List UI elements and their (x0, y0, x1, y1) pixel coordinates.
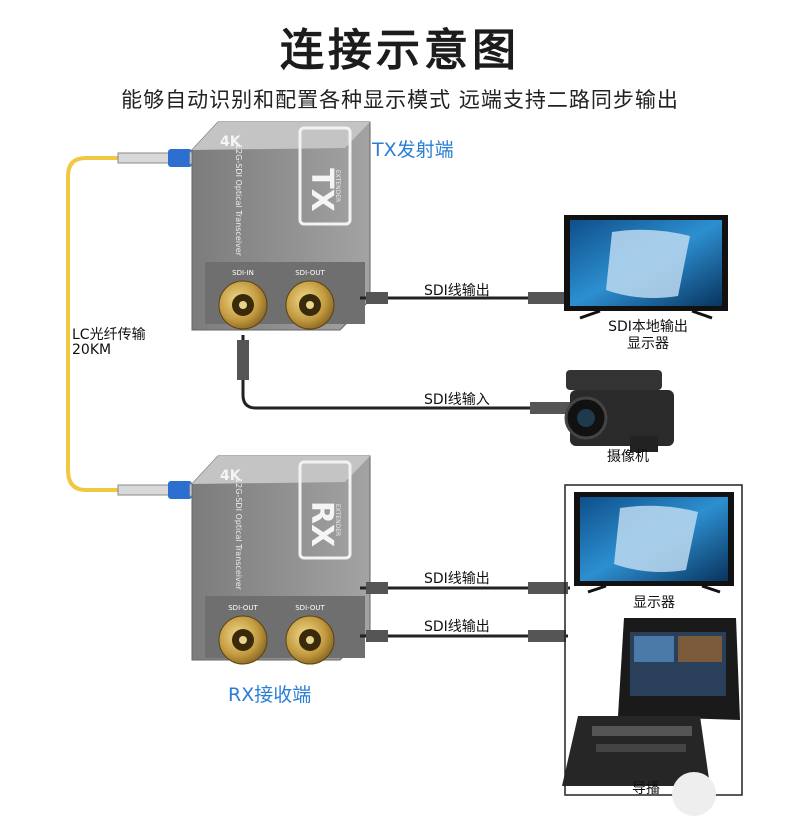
rx-output-cable-1 (360, 582, 570, 594)
rx-port2-label: SDI-OUT (295, 604, 325, 612)
rx-output-cable-2-label: SDI线输出 (424, 619, 490, 635)
rx-extender-text: EXTENDER (334, 504, 341, 536)
camera-label: 摄像机 (607, 449, 649, 465)
tx-extender-text: EXTENDER (334, 170, 341, 202)
rx-sdi-out2-connector (285, 615, 335, 665)
fiber-label-line1: LC光纤传输 (72, 327, 146, 343)
remote-monitor-label: 显示器 (633, 595, 675, 611)
tx-sdi-in-connector (218, 280, 268, 330)
share-icon[interactable] (672, 772, 716, 816)
fiber-cable (66, 156, 120, 492)
camera (564, 370, 674, 452)
director-station (562, 618, 740, 786)
tx-role-label: TX发射端 (372, 139, 454, 161)
page-subtitle: 能够自动识别和配置各种显示模式 远端支持二路同步输出 (121, 88, 679, 112)
rx-resolution-text: 4K (220, 468, 242, 484)
rx-transceiver (191, 455, 371, 661)
tx-port2-label: SDI-OUT (295, 269, 325, 277)
tx-badge-text: TX (304, 168, 339, 212)
rx-port1-label: SDI-OUT (228, 604, 258, 612)
local-monitor-label-line1: SDI本地输出 (608, 319, 688, 335)
tx-resolution-text: 4K (220, 134, 242, 150)
local-monitor-label-line2: 显示器 (627, 336, 669, 352)
director-label: 导播 (632, 781, 660, 797)
rx-output-cable-2 (360, 630, 568, 642)
tx-output-cable (360, 292, 570, 304)
fiber-label-line2: 20KM (72, 342, 112, 358)
page-title: 连接示意图 (280, 25, 520, 76)
rx-fiber-connector (117, 481, 205, 499)
tx-output-cable-label: SDI线输出 (424, 283, 490, 299)
rx-output-cable-1-label: SDI线输出 (424, 571, 490, 587)
rx-role-label: RX接收端 (228, 684, 312, 706)
tx-port1-label: SDI-IN (232, 269, 254, 277)
tx-transceiver (191, 121, 371, 331)
rx-sdi-out1-connector (218, 615, 268, 665)
remote-monitor (574, 492, 734, 594)
tx-input-cable-label: SDI线输入 (424, 392, 490, 408)
tx-fiber-connector (117, 149, 205, 167)
rx-model-text: 12G-SDI Optical Transceiver (234, 478, 243, 591)
tx-model-text: 12G-SDI Optical Transceiver (234, 144, 243, 257)
tx-sdi-out-connector (285, 280, 335, 330)
rx-output-panel (564, 484, 743, 796)
local-monitor (564, 215, 728, 320)
tx-input-cable (237, 335, 575, 414)
rx-badge-text: RX (304, 501, 339, 547)
